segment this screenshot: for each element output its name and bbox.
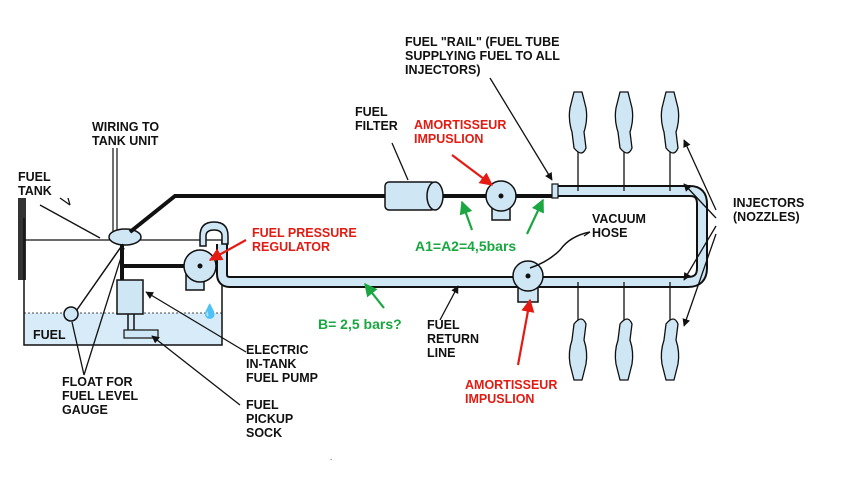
green-annotation-arrows [364,198,544,309]
annotation-pressure-a: A1=A2=4,5bars [415,238,517,254]
svg-text:💧: 💧 [201,303,218,320]
svg-text:.: . [330,453,332,462]
rail-inlet-cap [551,183,559,199]
fuel-rail-tube-fill [218,187,706,286]
red-annotation-arrows [208,154,535,366]
injectors-top [568,91,680,191]
pulse-damper-return [512,260,544,303]
electric-fuel-pump [116,245,159,339]
label-injectors: INJECTORS(NOZZLES) [733,196,805,224]
annotation-pressure-b: B= 2,5 bars? [318,316,402,332]
fuel-filter [384,181,444,211]
tank-unit-connector [108,228,142,246]
leader-lines [39,77,717,406]
fuel-float [63,243,124,322]
pulse-damper-supply [485,180,517,221]
fuel-pressure-regulator [183,221,229,291]
fuel-supply-line [128,194,385,234]
wiring-to-tank-unit [112,148,118,233]
vacuum-hose [529,231,591,269]
injectors-bottom [568,282,680,381]
label-fuel-in-tank: FUEL [33,328,66,342]
